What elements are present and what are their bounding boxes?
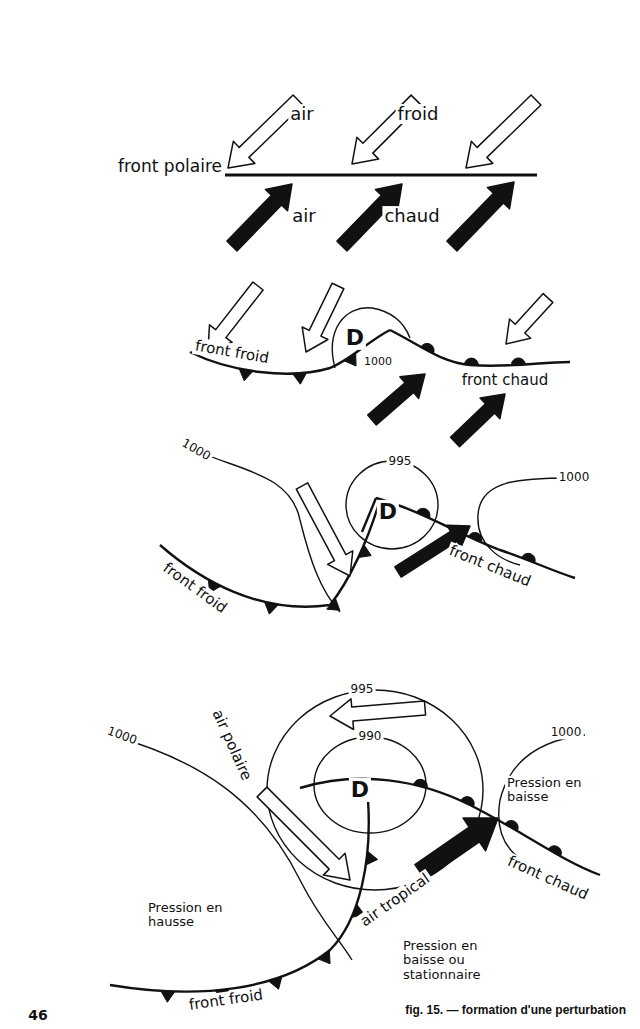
map-label: front froid bbox=[186, 986, 266, 1013]
cold-air-arrow bbox=[208, 282, 263, 350]
map-label: air bbox=[288, 104, 315, 124]
warm-front-symbol bbox=[511, 358, 525, 365]
cold-air-arrow bbox=[302, 283, 344, 352]
map-label: air bbox=[290, 206, 317, 226]
map-label: front chaud bbox=[445, 541, 535, 590]
map-label: Pression en baisse ou stationnaire bbox=[401, 939, 515, 982]
map-label: 995 bbox=[387, 455, 414, 468]
map-label: 1000 bbox=[362, 356, 394, 368]
cold-front-symbol bbox=[366, 851, 378, 865]
figure-caption: fig. 15. — formation d'une perturbation bbox=[403, 1003, 628, 1017]
cold-air-arrow bbox=[257, 787, 350, 880]
warm-air-arrow bbox=[451, 394, 506, 447]
warm-air-arrow bbox=[227, 184, 292, 251]
map-label: air tropical bbox=[356, 869, 435, 931]
cold-air-arrow bbox=[330, 699, 426, 730]
depression-symbol: D bbox=[349, 778, 371, 802]
map-label: front froid bbox=[192, 337, 272, 367]
map-label: front chaud bbox=[460, 372, 550, 389]
warm-front-symbol bbox=[464, 358, 478, 365]
cold-air-arrow bbox=[466, 95, 541, 168]
cold-front-symbol bbox=[318, 951, 330, 964]
polar-front-line bbox=[225, 174, 537, 177]
cold-air-arrow bbox=[506, 294, 553, 344]
map-label: 1000 bbox=[104, 724, 141, 748]
map-label: air polaire bbox=[208, 705, 255, 784]
map-label: Pression en hausse bbox=[146, 901, 234, 930]
map-label: Pression en baisse bbox=[505, 776, 591, 805]
cold-front-symbol bbox=[239, 369, 253, 381]
cold-air-arrow bbox=[296, 483, 353, 576]
warm-front-symbol bbox=[417, 508, 430, 518]
map-label: front chaud bbox=[503, 852, 592, 904]
map-label: 1000 bbox=[557, 471, 592, 484]
map-label: 995 bbox=[349, 683, 376, 696]
front-link-line bbox=[362, 498, 376, 532]
warm-front-line bbox=[390, 330, 570, 366]
depression-symbol: D bbox=[344, 326, 366, 350]
warm-front-symbol bbox=[468, 533, 481, 543]
isobar bbox=[332, 308, 410, 368]
cold-front-symbol bbox=[265, 602, 279, 614]
cold-front-symbol bbox=[293, 373, 307, 384]
cold-front-symbol bbox=[161, 991, 175, 1002]
warm-front-symbol bbox=[548, 846, 561, 856]
warm-front-symbol bbox=[421, 344, 434, 354]
map-label: front polaire bbox=[116, 157, 224, 176]
map-label: chaud bbox=[382, 206, 441, 226]
map-label: froid bbox=[396, 104, 441, 124]
isobar bbox=[478, 478, 570, 565]
cold-front-line bbox=[110, 800, 369, 992]
cold-front-symbol bbox=[269, 977, 282, 990]
warm-front-symbol bbox=[461, 797, 474, 807]
cold-front-symbol bbox=[327, 598, 340, 610]
map-label: front froid bbox=[158, 558, 231, 617]
isobar bbox=[346, 461, 438, 549]
warm-front-symbol bbox=[505, 821, 518, 831]
map-label: 1000 bbox=[178, 436, 215, 465]
map-label: 990 bbox=[357, 730, 384, 743]
cold-front-symbol bbox=[344, 353, 356, 366]
isobar bbox=[110, 735, 352, 960]
depression-symbol: D bbox=[377, 500, 399, 524]
map-label: 1000 bbox=[549, 726, 584, 739]
warm-front-symbol bbox=[414, 779, 428, 788]
cold-front-symbol bbox=[358, 545, 371, 558]
warm-front-symbol bbox=[522, 553, 536, 563]
isobar bbox=[314, 737, 426, 833]
warm-air-arrow bbox=[447, 182, 514, 251]
warm-air-arrow bbox=[415, 818, 498, 879]
warm-air-arrow bbox=[368, 374, 425, 425]
depression-symbol: 46 bbox=[26, 1008, 49, 1023]
